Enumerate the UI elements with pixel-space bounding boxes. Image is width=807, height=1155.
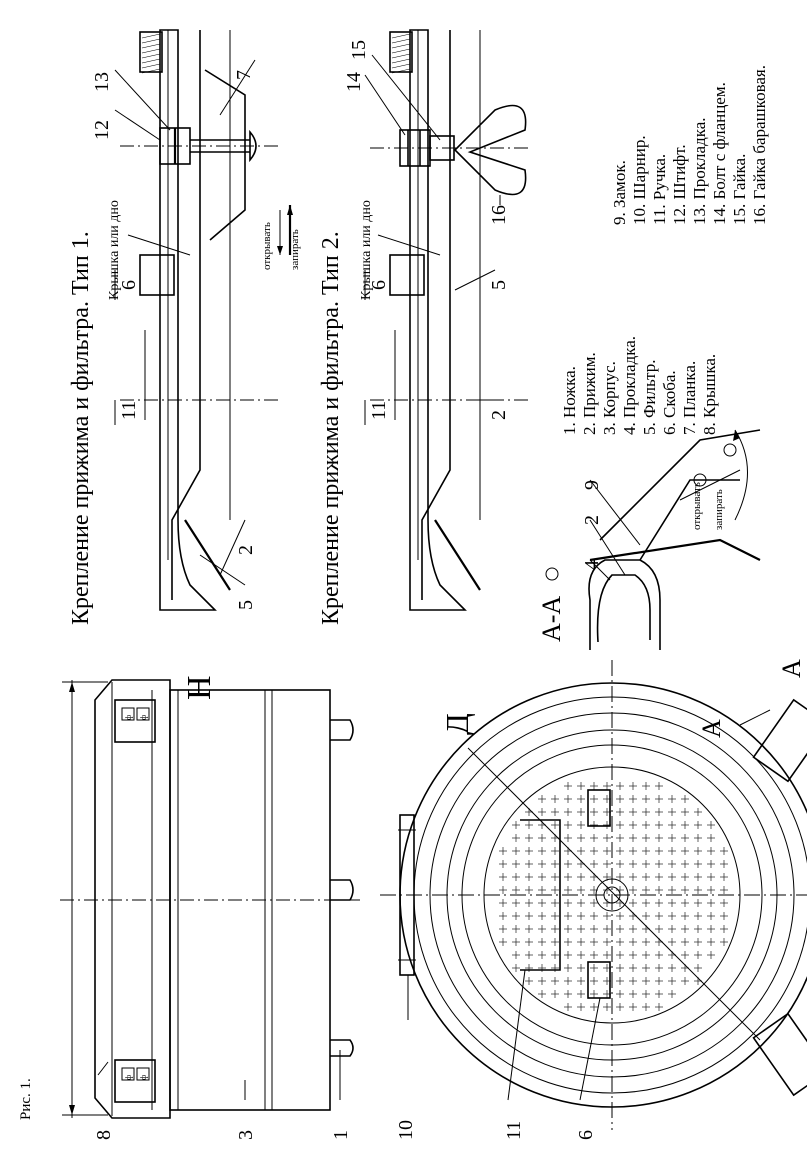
type2-detail: Крепление прижима и фильтра. Тип 2. Крыш… [318,29,530,625]
legend-item: 11. Ручка. [650,154,669,225]
callout-1: 1 [330,1130,352,1140]
type2-lid-label: Крышка или дно [359,200,374,300]
type2-callout-16: 16 [488,205,510,225]
legend-item: 3. Корпус. [600,361,619,435]
section-callout-9: 9 [581,480,603,490]
figure-caption: Рис. 1. [18,1078,34,1120]
legend-item: 1. Ножка. [560,366,579,435]
legend-item: 4. Прокладка. [620,336,639,435]
legend-item: 5. Фильтр. [640,359,659,435]
type1-detail: Крепление прижима и фильтра. Тип 1. Крыш… [68,29,301,625]
type2-callout-11: 11 [368,401,390,420]
legend-item: 10. Шарнир. [630,135,649,225]
legend-column-1: 1. Ножка. 2. Прижим. 3. Корпус. 4. Прокл… [560,336,719,435]
diameter-label: Д [439,713,475,735]
legend-item: 15. Гайка. [730,154,749,225]
legend-item: 9. Замок. [610,160,629,225]
legend-item: 7. Планка. [680,361,699,435]
svg-text:ф: ф [139,1075,148,1080]
section-title: А-А [537,596,566,642]
legend-item: 16. Гайка барашковая. [750,65,769,225]
section-lock-label: запирать [713,489,725,530]
svg-text:ф: ф [124,715,133,720]
type2-callout-15: 15 [348,40,370,60]
section-aa: А-А открывать запирать 4 2 9 [537,429,761,650]
legend-item: 14. Болт с фланцем. [710,82,729,225]
legend-item: 8. Крышка. [700,354,719,435]
hatch-top [141,33,161,74]
type1-title: Крепление прижима и фильтра. Тип 1. [68,231,94,625]
section-callout-2: 2 [581,515,603,525]
type1-open-label: открывать [261,222,273,270]
legend-item: 2. Прижим. [580,352,599,435]
legend-item: 6. Скоба. [660,370,679,435]
section-mark-2: А [777,659,806,678]
filter-grid [499,782,728,1011]
svg-text:ф: ф [124,1075,133,1080]
type1-callout-2: 2 [235,545,257,555]
height-dimension-label: H [181,675,218,700]
legend-column-2: 9. Замок. 10. Шарнир. 11. Ручка. 12. Шти… [610,65,769,225]
section-mark-1: А [697,719,726,738]
type1-callout-11: 11 [118,401,140,420]
type2-callout-14: 14 [343,72,365,92]
callout-3: 3 [235,1130,257,1140]
side-view: H ф ф ф ф 8 3 1 [60,675,360,1140]
type2-title: Крепление прижима и фильтра. Тип 2. [318,231,344,625]
type1-lid-label: Крышка или дно [107,200,122,300]
type1-callout-13: 13 [91,72,113,92]
type1-callout-6: 6 [118,280,140,290]
type1-lock-label: запирать [289,229,301,270]
type1-callout-7: 7 [233,70,255,80]
svg-text:ф: ф [139,715,148,720]
type2-callout-5: 5 [488,280,510,290]
legend-item: 13. Прокладка. [690,117,709,225]
top-view: Д А А 10 11 6 [380,659,807,1140]
type1-callout-5: 5 [235,600,257,610]
legend-item: 12. Штифт. [670,144,689,225]
hatch-top-2 [391,33,411,74]
type2-callout-6: 6 [368,280,390,290]
type2-callout-2: 2 [488,410,510,420]
callout-8: 8 [93,1130,115,1140]
section-open-label: открывать [691,482,703,530]
callout-6-top: 6 [575,1130,597,1140]
type1-callout-12: 12 [91,120,113,140]
callout-11-top: 11 [503,1121,525,1140]
section-callout-4: 4 [581,560,603,570]
parts-legend: 1. Ножка. 2. Прижим. 3. Корпус. 4. Прокл… [560,65,769,435]
callout-10: 10 [395,1120,417,1140]
